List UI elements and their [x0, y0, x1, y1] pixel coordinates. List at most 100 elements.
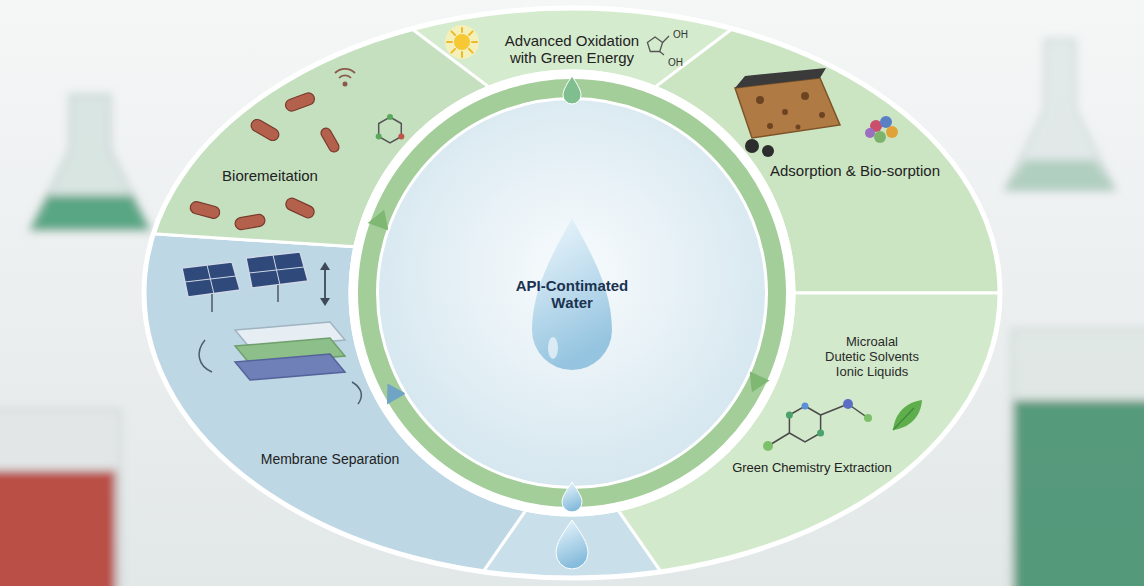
atom: [843, 399, 853, 409]
protein-blob: [874, 131, 886, 143]
leaf-vein: [893, 408, 914, 430]
segment-label: Green Chemistry Extraction: [732, 461, 892, 476]
atom: [786, 412, 793, 419]
lab-glassware: [0, 40, 1144, 586]
leaf: [893, 400, 922, 430]
cycle-arrowhead: [368, 210, 389, 231]
center-label: API-Contimated Water: [508, 277, 636, 312]
bacterium: [234, 213, 266, 230]
sun-rays: [447, 28, 477, 57]
text-holder: Bioremeitation: [215, 167, 325, 185]
bacteria: [189, 91, 341, 230]
solar-panel: [182, 262, 240, 297]
bacterium: [284, 91, 316, 113]
segment-shape: [153, 29, 488, 247]
flow-curve: [352, 382, 361, 404]
flow-arrow: [324, 268, 326, 300]
flask-liquid: [1005, 160, 1115, 190]
membrane-layer: [235, 322, 345, 348]
text-holder: Advanced Oxidation with Green Energy: [497, 32, 647, 67]
flask-liquid: [30, 195, 150, 230]
ring-segment: Bioremeitation: [150, 25, 492, 250]
sun-ray: [451, 49, 455, 53]
flask: [30, 95, 150, 230]
solar-panel: [246, 252, 308, 288]
segment-outline: [141, 230, 529, 575]
text-holder: OH: [673, 24, 688, 42]
protein-blob: [865, 128, 875, 138]
atom: [817, 430, 824, 437]
water-drop: [562, 482, 582, 512]
sun-ray: [461, 28, 463, 32]
atom: [864, 414, 872, 422]
sun-ray: [469, 49, 473, 53]
molecule-bond: [660, 52, 664, 56]
white-ring: [354, 75, 790, 511]
chemical-group-label: OH: [668, 57, 683, 69]
panel-grid: [273, 255, 280, 285]
text-holder: Microalal Dutetic Solvents Ionic Liquids: [825, 335, 920, 380]
panel-stand: [211, 294, 213, 312]
text-holder: Green Chemistry Extraction: [728, 458, 896, 476]
flask: [1005, 40, 1115, 190]
sponge-pore: [782, 109, 788, 115]
atom: [802, 403, 809, 410]
technique-note: Microalal Dutetic Solvents Ionic Liquids: [825, 335, 920, 380]
segment-outline: [652, 25, 1003, 296]
segment-outline: [150, 25, 492, 250]
panel-stand: [277, 285, 279, 302]
segment-shape: [618, 293, 1000, 572]
bacterium: [189, 200, 221, 219]
atom: [387, 114, 393, 120]
flow-curve: [199, 340, 212, 372]
segment-label: Advanced Oxidation with Green Energy: [497, 32, 647, 67]
signal-arc: [339, 75, 351, 78]
sponge-pore: [796, 125, 801, 130]
protein-blob: [886, 126, 898, 138]
atom: [398, 134, 404, 140]
text-holder: API-Contimated Water: [508, 277, 636, 312]
center-circle: API-Contimated Water: [376, 97, 768, 489]
segment-outline: [615, 290, 1003, 575]
drop-highlight: [548, 337, 558, 359]
sun-glow: [445, 25, 479, 59]
segment-shape: [655, 29, 1000, 293]
flow-arrowhead: [320, 262, 330, 270]
ring-segment: Microalal Dutetic Solvents Ionic Liquids…: [615, 290, 1003, 575]
beaker-liquid: [1014, 400, 1144, 586]
sun: [454, 34, 470, 50]
molecule-ring: [379, 117, 402, 143]
sponge-pore: [767, 123, 773, 129]
outer-ring-border: [144, 8, 1000, 578]
charcoal-granule: [745, 139, 759, 153]
flow-arrowhead: [320, 298, 330, 306]
panel-grid: [249, 267, 304, 273]
sun-ray: [447, 41, 452, 43]
sun-ray: [469, 31, 473, 35]
center-disc: [378, 99, 766, 487]
signal-dot: [343, 82, 348, 87]
molecule-ring: [789, 406, 820, 442]
membrane-layer: [235, 354, 345, 380]
protein-blob: [880, 116, 892, 128]
bacterium: [249, 117, 281, 142]
segment-label: Membrane Separation: [261, 451, 400, 467]
molecule-bond: [848, 404, 868, 418]
water-drop: [556, 520, 588, 569]
ring-segment: Membrane Separation: [141, 230, 529, 575]
sponge-pore: [819, 112, 825, 118]
water-drop: [532, 218, 612, 370]
sun-ray: [451, 31, 455, 35]
molecule-ring: [647, 37, 662, 52]
text-holder: OH: [668, 52, 683, 70]
protein-blob: [870, 120, 882, 132]
atom: [763, 441, 773, 451]
panel-grid: [207, 265, 214, 294]
sun-ray: [472, 41, 477, 43]
sponge-pore: [756, 96, 764, 104]
inner-ring-border: [350, 71, 794, 515]
water-drop: [563, 76, 581, 104]
membrane-layer: [235, 338, 345, 364]
bacterium: [319, 126, 341, 154]
